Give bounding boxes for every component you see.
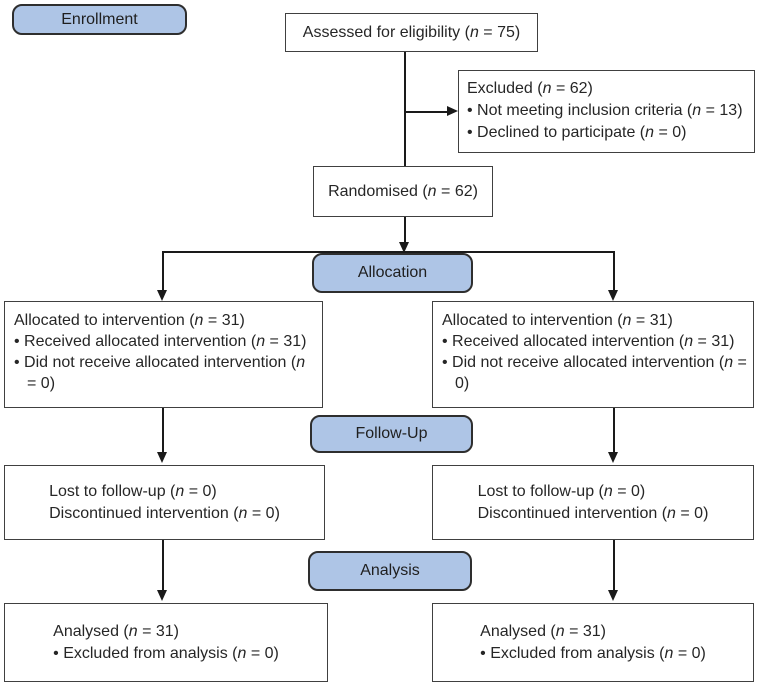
excluded-bullet-1: • Not meeting inclusion criteria (n = 13…: [467, 102, 743, 119]
excluded-bullet-2: • Declined to participate (n = 0): [467, 124, 687, 141]
arrowhead-down-followup-left-icon: [157, 452, 167, 463]
analysed-left-bullet-1: • Excluded from analysis (n = 0): [53, 644, 279, 662]
allocated-left-title: Allocated to intervention (n = 31): [14, 312, 245, 329]
line-branch-left-down: [162, 251, 164, 292]
line-allocation-branch: [162, 251, 615, 253]
allocated-right-box: Allocated to intervention (n = 31) • Rec…: [432, 301, 754, 408]
line-randomised-to-branch: [404, 217, 406, 244]
stage-label-enrollment: Enrollment: [12, 4, 187, 35]
line-to-excluded: [404, 111, 449, 113]
randomised-box: Randomised (n = 62): [313, 166, 493, 217]
followup-left-line-1: Lost to follow-up (n = 0): [49, 482, 217, 500]
followup-right-box: Lost to follow-up (n = 0) Discontinued i…: [432, 465, 754, 540]
analysed-left-box: Analysed (n = 31) • Excluded from analys…: [4, 603, 328, 682]
allocated-left-box: Allocated to intervention (n = 31) • Rec…: [4, 301, 323, 408]
line-branch-right-down: [613, 251, 615, 292]
line-assessed-to-randomised: [404, 52, 406, 166]
stage-label-allocation-text: Allocation: [357, 264, 428, 281]
assessed-box: Assessed for eligibility (n = 75): [285, 13, 538, 52]
line-followup-to-analysis-right: [613, 540, 615, 592]
arrowhead-down-followup-right-icon: [608, 452, 618, 463]
arrowhead-down-allocated-left-icon: [157, 290, 167, 301]
excluded-title: Excluded (n = 62): [467, 80, 593, 97]
followup-left-box: Lost to follow-up (n = 0) Discontinued i…: [4, 465, 325, 540]
arrowhead-down-analysed-right-icon: [608, 590, 618, 601]
excluded-box: Excluded (n = 62) • Not meeting inclusio…: [458, 70, 755, 153]
arrowhead-down-allocation-icon: [399, 242, 409, 253]
arrowhead-down-analysed-left-icon: [157, 590, 167, 601]
analysed-right-bullet-1: • Excluded from analysis (n = 0): [480, 644, 706, 662]
line-allocated-to-followup-left: [162, 408, 164, 454]
allocated-right-bullet-2: • Did not receive allocated intervention…: [442, 354, 747, 392]
allocated-left-bullet-1: • Received allocated intervention (n = 3…: [14, 333, 307, 350]
stage-label-allocation: Allocation: [312, 253, 473, 293]
analysed-right-box: Analysed (n = 31) • Excluded from analys…: [432, 603, 754, 682]
allocated-right-title: Allocated to intervention (n = 31): [442, 312, 673, 329]
line-followup-to-analysis-left: [162, 540, 164, 592]
followup-left-line-2: Discontinued intervention (n = 0): [49, 504, 280, 522]
followup-right-line-2: Discontinued intervention (n = 0): [477, 504, 709, 522]
allocated-left-bullet-2: • Did not receive allocated intervention…: [14, 354, 306, 392]
analysed-left-title: Analysed (n = 31): [53, 622, 179, 640]
arrowhead-right-excluded-icon: [447, 106, 458, 116]
stage-label-followup-text: Follow-Up: [355, 425, 428, 442]
allocated-right-bullet-1: • Received allocated intervention (n = 3…: [442, 333, 735, 350]
line-allocated-to-followup-right: [613, 408, 615, 454]
followup-right-line-1: Lost to follow-up (n = 0): [477, 482, 646, 500]
stage-label-analysis-text: Analysis: [360, 562, 420, 579]
stage-label-analysis: Analysis: [308, 551, 472, 591]
randomised-text: Randomised (n = 62): [328, 183, 478, 200]
analysed-right-title: Analysed (n = 31): [480, 622, 606, 640]
stage-label-enrollment-text: Enrollment: [61, 10, 138, 28]
arrowhead-down-allocated-right-icon: [608, 290, 618, 301]
assessed-text: Assessed for eligibility (n = 75): [302, 24, 521, 41]
stage-label-followup: Follow-Up: [310, 415, 473, 453]
